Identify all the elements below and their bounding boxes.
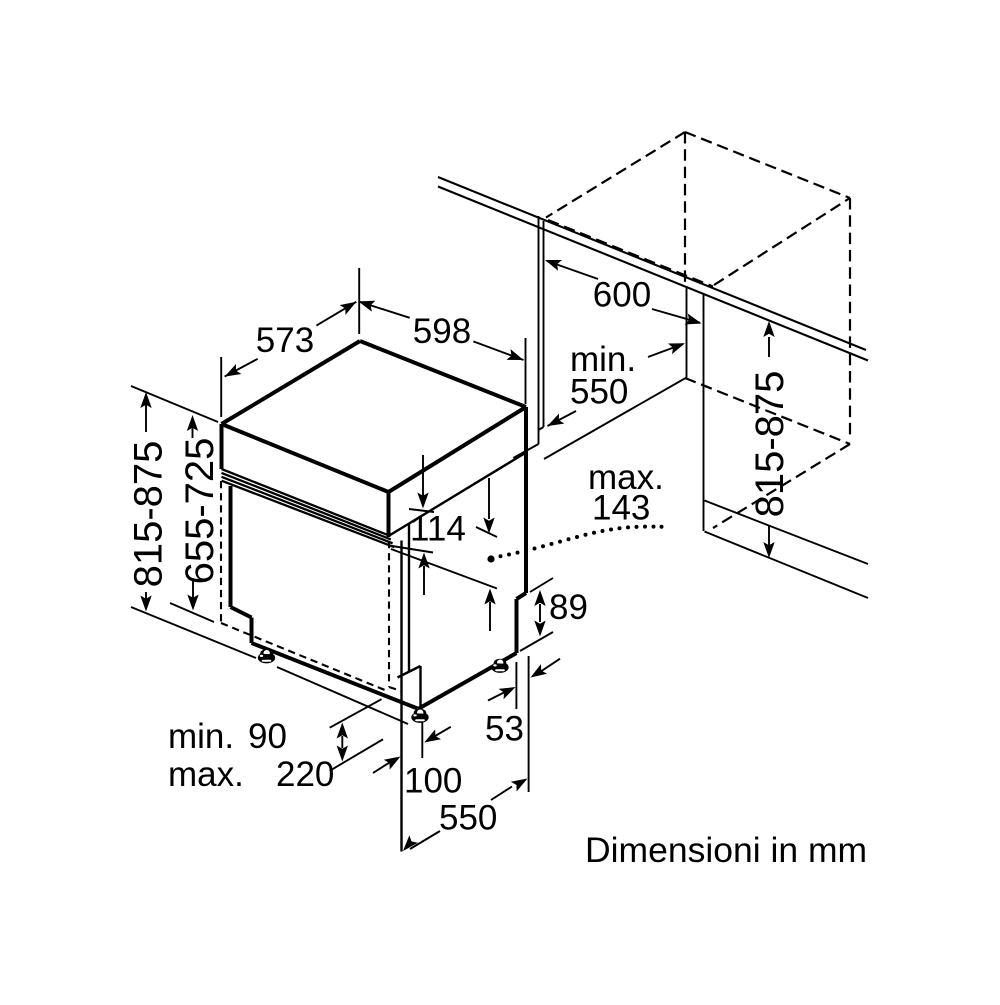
svg-text:min.: min.	[570, 340, 636, 379]
svg-text:max.: max.	[588, 458, 664, 497]
svg-text:143: 143	[592, 489, 650, 528]
svg-text:89: 89	[549, 588, 588, 627]
svg-text:90: 90	[248, 717, 287, 756]
svg-text:min.: min.	[168, 717, 234, 756]
svg-text:220: 220	[276, 755, 334, 794]
svg-text:655-725: 655-725	[178, 438, 222, 585]
svg-text:Dimensioni in mm: Dimensioni in mm	[585, 830, 867, 870]
svg-text:550: 550	[570, 373, 628, 412]
svg-text:100: 100	[404, 762, 462, 801]
svg-text:114: 114	[410, 510, 466, 549]
svg-text:max.: max.	[168, 755, 244, 794]
svg-text:550: 550	[439, 799, 497, 838]
svg-text:815-875: 815-875	[748, 371, 792, 518]
svg-text:600: 600	[593, 276, 651, 315]
svg-text:573: 573	[256, 321, 314, 360]
svg-text:598: 598	[413, 312, 471, 351]
svg-text:815-875: 815-875	[127, 441, 171, 588]
svg-text:53: 53	[485, 710, 524, 749]
